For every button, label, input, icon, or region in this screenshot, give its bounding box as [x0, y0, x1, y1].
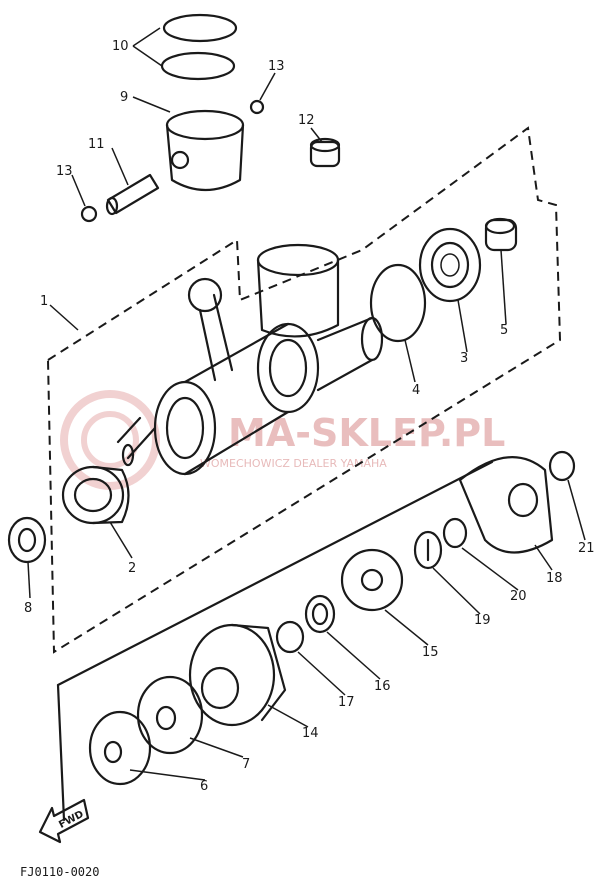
callout-labels: 10 9 13 11 13 12 1 4 3 5 2 8 21 18 20 19… — [24, 39, 595, 794]
callout-part-19: 19 — [474, 613, 491, 628]
spring — [304, 594, 336, 634]
callout-part-3: 3 — [460, 351, 468, 366]
callout-part-20: 20 — [510, 589, 527, 604]
o-ring-20 — [442, 517, 468, 549]
connecting-rod-assembly — [187, 243, 340, 382]
coupling — [458, 456, 554, 554]
callout-part-6: 6 — [200, 779, 208, 794]
assembly-outline-crankshaft — [46, 126, 562, 654]
circlip-left — [80, 205, 98, 223]
flywheel — [188, 623, 287, 727]
bearing-left — [61, 465, 130, 525]
callout-part-10: 10 — [112, 39, 129, 54]
leader-lines — [27, 27, 586, 781]
piston-part-9 — [165, 109, 245, 191]
callout-part-2: 2 — [128, 561, 136, 576]
needle-bearing — [309, 137, 341, 168]
bushing — [413, 530, 443, 570]
callout-part-8: 8 — [24, 601, 32, 616]
washer-plate — [88, 710, 152, 786]
bearing-circlip — [369, 263, 427, 343]
circlip-top — [249, 99, 265, 115]
callout-part-1: 1 — [40, 294, 48, 309]
watermark-brand: MA-SKLEP.PL — [228, 411, 505, 455]
callout-part-14: 14 — [302, 726, 319, 741]
fwd-arrow-icon — [38, 798, 90, 844]
callout-part-18: 18 — [546, 571, 563, 586]
figure-code: FJ0110-0020 — [20, 865, 99, 879]
washer — [548, 450, 576, 482]
callout-part-4: 4 — [412, 383, 420, 398]
assembly-outline-lower — [56, 460, 494, 822]
damper — [340, 548, 404, 612]
piston-pin — [105, 173, 160, 216]
callout-part-17: 17 — [338, 695, 355, 710]
plate — [136, 675, 204, 755]
watermark-logo-inner — [81, 411, 139, 469]
callout-part-7: 7 — [242, 757, 250, 772]
callout-part-5: 5 — [500, 323, 508, 338]
callout-part-15: 15 — [422, 645, 439, 660]
oil-seal — [7, 516, 47, 564]
callout-part-21: 21 — [578, 541, 595, 556]
o-ring-17 — [275, 620, 305, 654]
callout-part-12: 12 — [298, 113, 315, 128]
bearing-right — [418, 227, 482, 303]
watermark: MA-SKLEP.PL WOMECHOWICZ DEALER YAMAHA — [60, 390, 505, 490]
callout-part-13-top: 13 — [268, 59, 285, 74]
callout-part-16: 16 — [374, 679, 391, 694]
watermark-subtitle: WOMECHOWICZ DEALER YAMAHA — [200, 457, 387, 470]
callout-part-13-left: 13 — [56, 164, 73, 179]
callout-part-11: 11 — [88, 137, 105, 152]
callout-part-9: 9 — [120, 90, 128, 105]
piston-rings — [160, 13, 238, 81]
collar — [484, 217, 518, 252]
